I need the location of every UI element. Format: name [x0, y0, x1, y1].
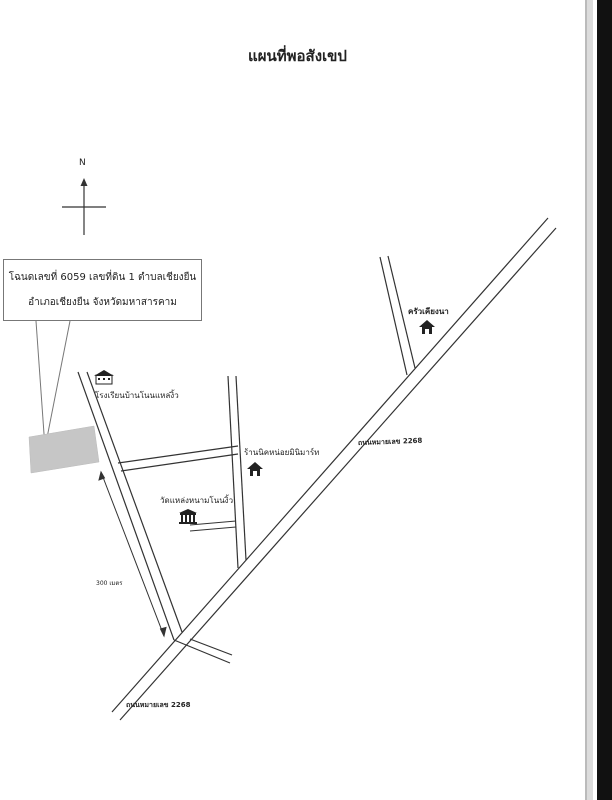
callout-pointer — [35, 320, 71, 449]
scan-edge-border — [597, 0, 612, 800]
restaurant-label: ครัวเคียงนา — [408, 307, 449, 316]
callout-line-1: โฉนดเลขที่ 6059 เลขที่ดิน 1 ตำบลเชียงยืน — [8, 272, 197, 283]
lower-spur-road — [173, 638, 233, 664]
location-callout: โฉนดเลขที่ 6059 เลขที่ดิน 1 ตำบลเชียงยืน… — [3, 259, 202, 321]
map-title: แผนที่พอสังเขป — [248, 47, 347, 65]
house-icon-restaurant — [419, 320, 435, 334]
highway-label-upper: ถนนหมายเลข 2268 — [358, 437, 423, 447]
north-arrow-icon — [62, 178, 106, 235]
road-to-restaurant — [379, 255, 416, 376]
distance-label: 300 เมตร — [96, 580, 123, 587]
callout-line-2: อำเภอเชียงยืน จังหวัดมหาสารคาม — [28, 297, 177, 308]
distance-arrow — [98, 470, 167, 638]
middle-road — [227, 375, 247, 569]
school-label: โรงเรียนบ้านโนนแหล่งิ้ว — [95, 391, 179, 400]
highway-2268 — [111, 217, 557, 721]
temple-icon — [179, 509, 197, 524]
land-parcel — [28, 425, 100, 474]
scan-edge-shadow — [585, 0, 593, 800]
temple-spur-road — [189, 520, 237, 532]
house-icon-shop — [247, 462, 263, 476]
temple-label: วัดแหล่งหนามโนนงิ้ว — [160, 496, 234, 505]
school-road — [77, 371, 183, 641]
highway-label-lower: ถนนหมายเลข 2268 — [126, 701, 191, 709]
north-letter: N — [79, 158, 86, 168]
school-icon — [94, 370, 114, 385]
connector-road — [117, 445, 239, 472]
shop-label: ร้านนิคหน่อยมินิมาร์ท — [244, 448, 320, 457]
